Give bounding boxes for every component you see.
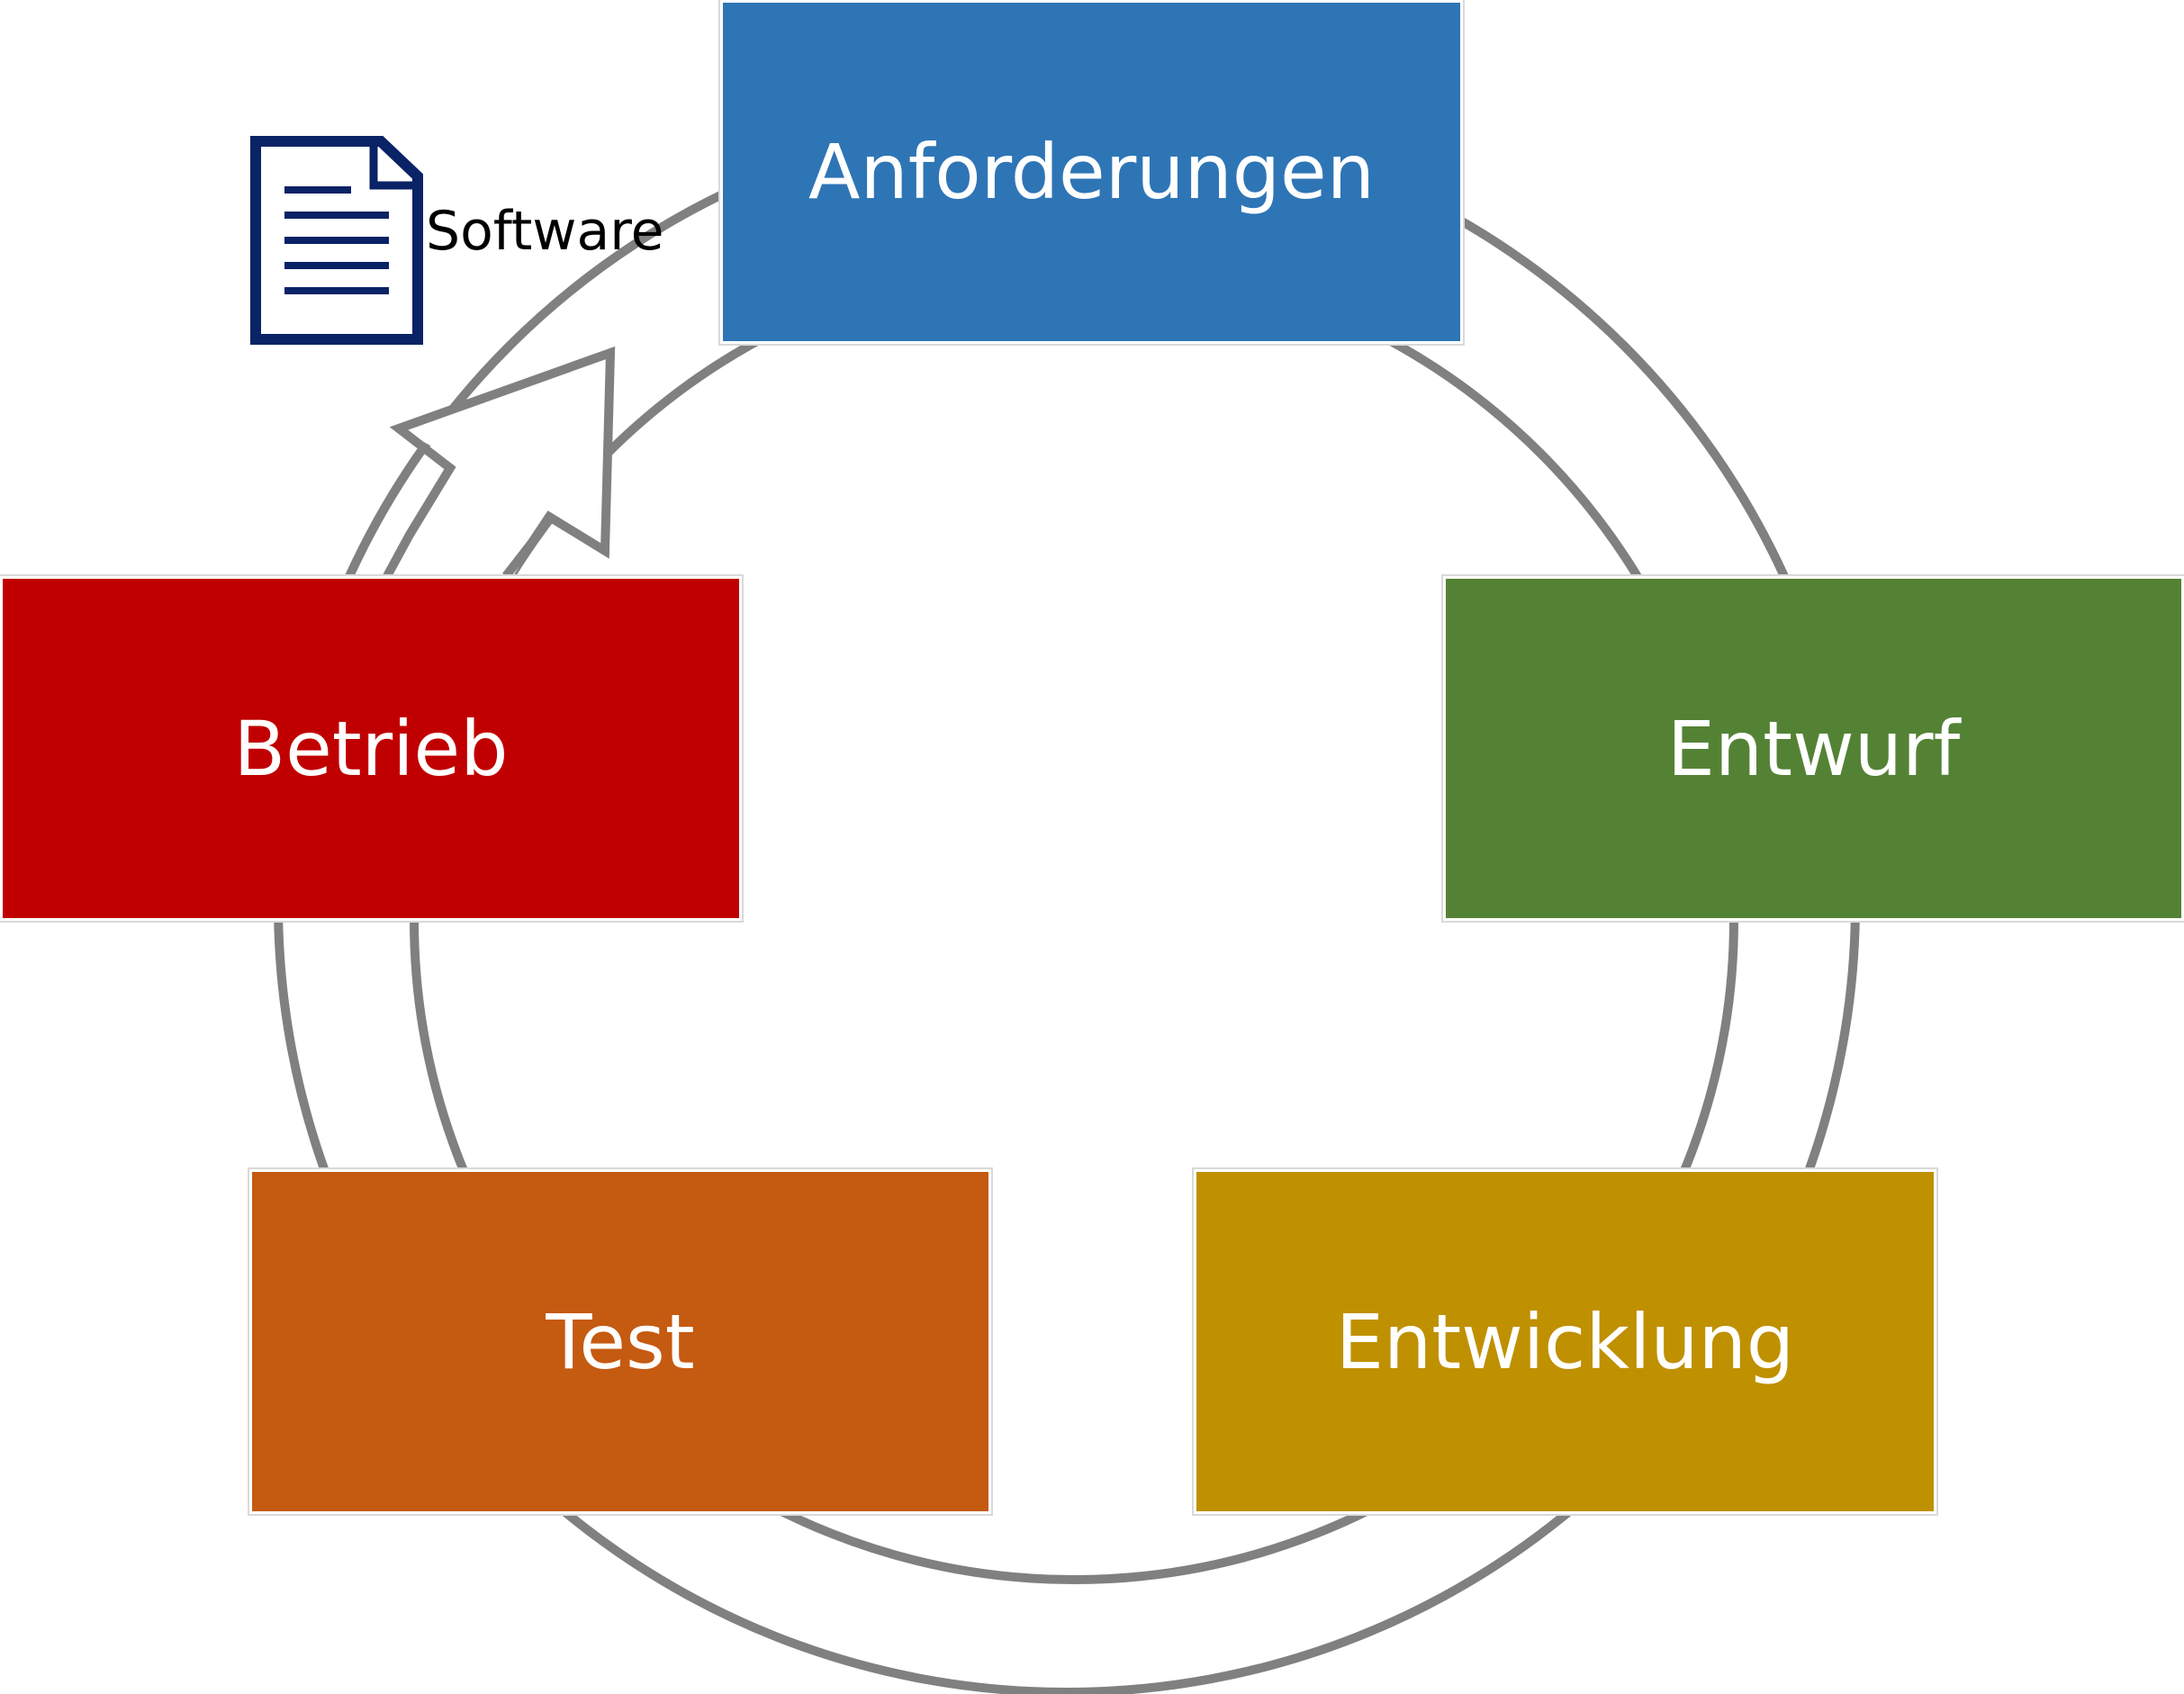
stage-label-entwurf: Entwurf — [1666, 704, 1961, 793]
stage-anforderungen: Anforderungen — [718, 0, 1465, 346]
software-label: Software — [426, 200, 664, 263]
stage-label-betrieb: Betrieb — [233, 704, 509, 793]
stage-label-test: Test — [546, 1297, 695, 1386]
document-icon — [250, 136, 423, 349]
stage-entwicklung: Entwicklung — [1192, 1167, 1938, 1516]
stage-test: Test — [248, 1167, 993, 1516]
curved-arrow-icon — [367, 353, 610, 576]
stage-betrieb: Betrieb — [0, 574, 744, 923]
arrow-outline — [383, 346, 616, 580]
stage-label-entwicklung: Entwicklung — [1335, 1297, 1795, 1386]
stage-label-anforderungen: Anforderungen — [808, 128, 1375, 216]
stage-entwurf: Entwurf — [1441, 574, 2184, 923]
